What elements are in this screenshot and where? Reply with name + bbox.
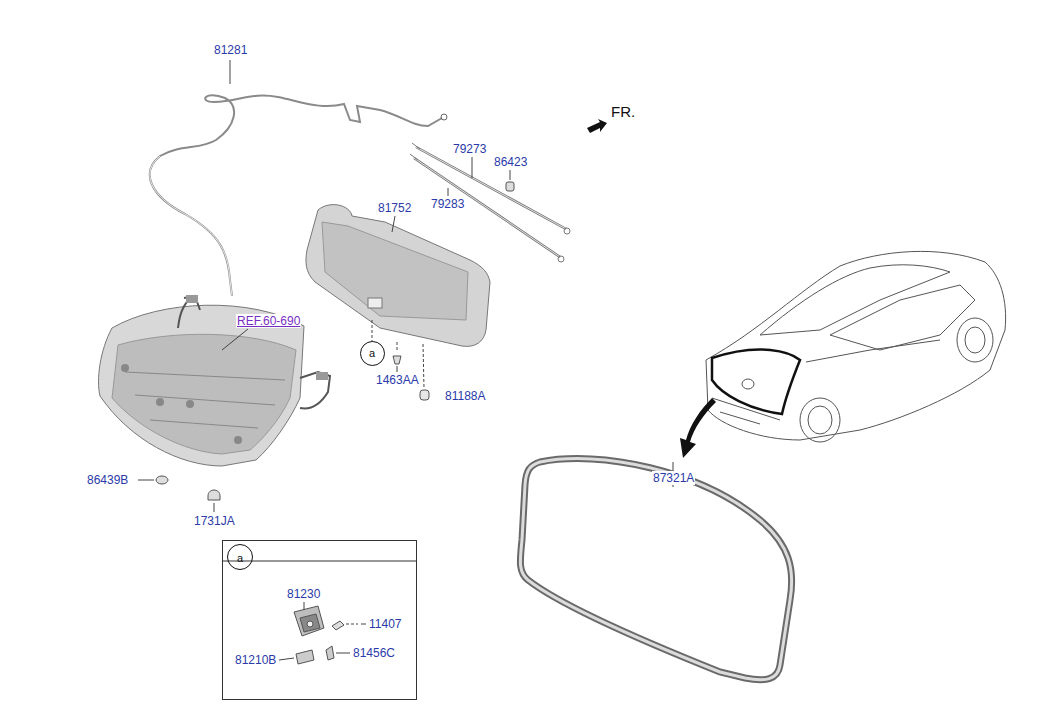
pointer-arrow [680, 398, 716, 458]
vehicle [706, 251, 1006, 442]
latch-assembly [294, 606, 344, 664]
plug [208, 490, 220, 500]
callout-number: 87321A [652, 471, 695, 485]
bumper-stop [420, 390, 429, 400]
callout-number: 86423 [493, 155, 528, 169]
inset-header-rule [223, 561, 416, 562]
cap [156, 476, 168, 484]
callout-number: 79283 [430, 197, 465, 211]
reference-circle: a [360, 341, 385, 366]
reference-label: REF.60-690 [236, 314, 301, 328]
callout-number: 81188A [444, 389, 486, 403]
reference-circle: a [227, 544, 253, 570]
callout-number: 81456C [352, 646, 396, 660]
weatherstrip [520, 459, 791, 680]
leader-line [230, 60, 231, 84]
callout-number: 1463AA [375, 373, 420, 387]
fastener [393, 356, 401, 364]
callout-number: 79273 [452, 142, 487, 156]
callout-number: 81752 [377, 201, 412, 215]
direction-label: FR. [610, 103, 636, 120]
clip [506, 182, 514, 191]
trim-panel [306, 205, 490, 347]
callout-number: 11407 [368, 617, 402, 631]
callout-number: 81230 [286, 587, 321, 601]
callout-number: 86439B [86, 473, 129, 487]
callout-number: 81210B [234, 653, 277, 667]
trunk-lid [99, 295, 331, 466]
reference-letter: a [237, 552, 243, 564]
callout-number: 1731JA [193, 514, 236, 528]
callout-number: 81281 [213, 43, 248, 57]
reference-letter: a [369, 347, 375, 359]
front-arrow [587, 119, 607, 133]
